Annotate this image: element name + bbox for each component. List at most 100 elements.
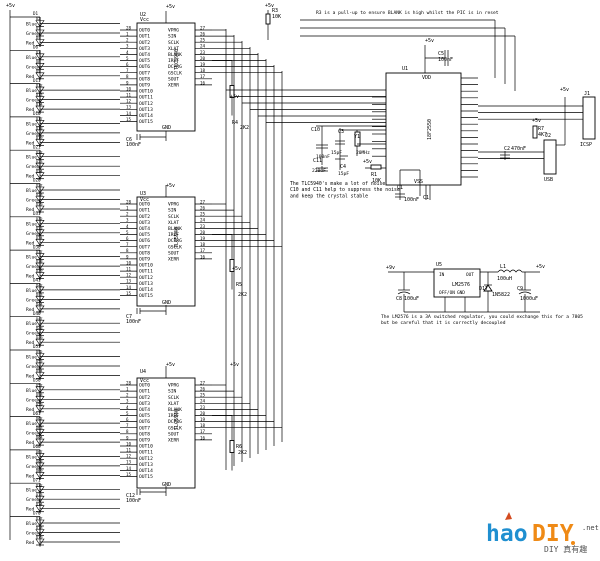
pin-number: 19 (200, 417, 206, 422)
pin-label: OUT15 (139, 474, 153, 480)
led-color-label: Green (26, 364, 40, 370)
pin-label: OUT14 (139, 113, 153, 119)
rail-label: +5v (560, 87, 569, 93)
crystal-y1 (354, 131, 361, 147)
led-color-label: Red (26, 374, 35, 380)
iref-resistor-value: 2K2 (238, 450, 247, 456)
pin-number: 17 (200, 429, 206, 434)
rail-label: +5v (265, 3, 274, 9)
rail-label: +5v (230, 362, 239, 368)
chip-part: TLC5940 (174, 409, 180, 430)
led-ref: D48 (36, 326, 43, 330)
led-ref: D46 (33, 311, 41, 316)
chip-ref: U4 (140, 369, 146, 375)
chip-gnd-label: GND (162, 300, 171, 306)
c1-ref: C1 (397, 185, 403, 191)
pin-label: OUT7 (139, 425, 150, 431)
pin-number: 23 (200, 50, 206, 55)
rail-label: +5v (166, 4, 175, 10)
tlc5940-body (136, 22, 196, 132)
pin-number: 7 (126, 242, 129, 247)
led-ref: D58 (36, 393, 43, 397)
pin-number: 19 (200, 62, 206, 67)
pin-number: 25 (200, 212, 206, 217)
led-color-label: Red (26, 240, 35, 246)
pin-number: 20 (200, 230, 206, 235)
logo-sub: DIY 真有趣 (544, 544, 587, 554)
usb-icsp-section: J1 ICSP J2 USB C2 470nF R7 4K7 (500, 91, 596, 183)
pin-number: 11 (126, 267, 132, 272)
pin-label: SIN (168, 389, 177, 395)
led-ref: D63 (36, 426, 43, 430)
led-color-label: Green (26, 131, 40, 137)
note-r3-pullup: R3 is a pull-up to ensure BLANK is high … (316, 10, 499, 16)
pin-number: 11 (126, 93, 132, 98)
led-color-label: Blue (26, 288, 37, 294)
pin-number: 7 (126, 68, 129, 73)
led-ref: D8 (36, 60, 40, 64)
led-ref: D39 (36, 269, 43, 273)
c8-ref: C8 (396, 296, 402, 302)
pin-label: BLANK (168, 226, 182, 232)
led-color-label: Green (26, 264, 40, 270)
pin-label: IREF (168, 232, 179, 238)
pin-number: 26 (200, 32, 206, 37)
led-ref: D3 (36, 27, 40, 31)
chip-vcc-label: Vcc (140, 197, 149, 203)
pin-number: 7 (126, 423, 129, 428)
led-ref: D47 (36, 317, 43, 321)
pin-label: VPRG (168, 383, 179, 389)
led-ref: D49 (36, 336, 43, 340)
led-color-label: Red (26, 540, 35, 546)
pin-number: 4 (126, 224, 129, 229)
note-line: and keep the crystal stable (290, 193, 368, 199)
reg-part: LM2576 (452, 282, 470, 288)
led-color-label: Blue (26, 388, 37, 394)
oscillator-section: C10 220uF C11 100nF C3 15pF C4 15pF Y1 2… (311, 125, 386, 177)
note-line: C10 and C11 help to suppress the noise (290, 187, 400, 193)
led-ref: D44 (36, 303, 43, 307)
reg-pin-out: OUT (466, 272, 474, 278)
led-ref: D2 (36, 17, 40, 21)
pin-number: 4 (126, 50, 129, 55)
led-ref: D18 (36, 127, 43, 131)
pin-number: 15 (126, 472, 132, 477)
led-ref: D9 (36, 69, 40, 73)
pin-label: OUT11 (139, 269, 153, 275)
icsp-connector (582, 96, 596, 140)
pic-vdd: VDD (422, 75, 431, 81)
pin-label: OUT10 (139, 444, 153, 450)
led-ref: D31 (33, 211, 41, 216)
led-color-label: Blue (26, 55, 37, 61)
led-color-label: Red (26, 107, 35, 113)
pin-label: GSCLK (168, 425, 182, 431)
led-ref: D67 (36, 450, 43, 454)
iref-resistor-value: 2K2 (240, 125, 249, 131)
led-ref: D79 (36, 536, 43, 540)
pin-label: SOUT (168, 250, 179, 256)
pin-number: 1 (126, 387, 129, 392)
pin-label: BLANK (168, 407, 182, 413)
pin-label: SOUT (168, 431, 179, 437)
pin-label: OUT13 (139, 462, 153, 468)
pin-number: 10 (126, 441, 132, 446)
led-color-label: Red (26, 507, 35, 513)
d17-ref: D17 (479, 286, 488, 292)
led-color-label: Blue (26, 355, 37, 361)
rail-label: +5v (536, 264, 545, 270)
pin-number: 1 (126, 206, 129, 211)
pin-label: OUT3 (139, 46, 150, 52)
rail-label: +5v (230, 94, 239, 100)
pin-label: DCPRG (168, 64, 182, 70)
pin-label: OUT4 (139, 407, 150, 413)
led-ref: D68 (36, 460, 43, 464)
c4-ref: C4 (340, 164, 346, 170)
led-color-label: Blue (26, 221, 37, 227)
led-color-label: Blue (26, 22, 37, 28)
